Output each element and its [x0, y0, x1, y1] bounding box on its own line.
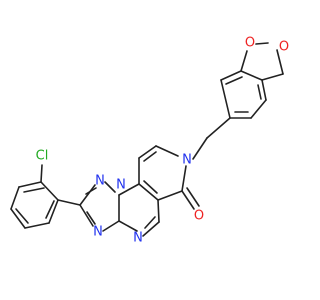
- oxygen-label-carbonyl: O: [194, 209, 204, 224]
- oxygen-label-dioxole-bottom: O: [279, 40, 289, 55]
- nitrogen-label-triazole-n4: N: [93, 225, 103, 240]
- nitrogen-label-pyrimidine: N: [133, 231, 143, 246]
- chlorine-label: Cl: [36, 149, 49, 164]
- nitrogen-label-triazole-n2: N: [95, 174, 105, 189]
- nitrogen-label-pyridinone: N: [182, 153, 192, 168]
- bond-layer: [10, 42, 284, 237]
- nitrogen-label-triazole-n1: N: [116, 178, 126, 193]
- molecule-structure: O O N O N N N N Cl: [10, 36, 289, 246]
- oxygen-label-dioxole-top: O: [245, 36, 255, 51]
- atom-labels: O O N O N N N N Cl: [36, 36, 289, 246]
